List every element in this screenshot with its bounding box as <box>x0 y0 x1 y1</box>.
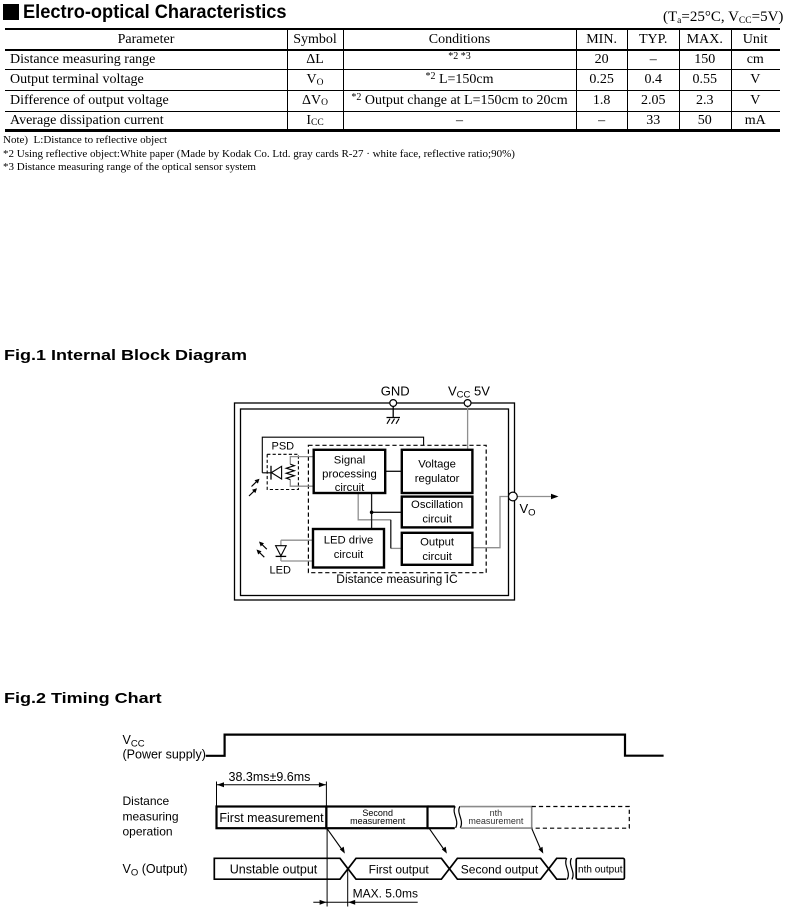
svg-text:measuring: measuring <box>123 809 179 823</box>
svg-text:Unstable output: Unstable output <box>230 862 318 876</box>
svg-text:circuit: circuit <box>335 482 365 494</box>
svg-text:Output: Output <box>420 537 455 549</box>
svg-text:circuit: circuit <box>422 551 452 563</box>
svg-text:Oscillation: Oscillation <box>411 499 463 511</box>
svg-text:measurement: measurement <box>350 816 406 826</box>
svg-text:nth: nth <box>490 808 503 818</box>
svg-text:38.3ms±9.6ms: 38.3ms±9.6ms <box>229 770 311 784</box>
svg-text:Distance: Distance <box>123 794 170 808</box>
svg-text:MAX. 5.0ms: MAX. 5.0ms <box>353 887 418 901</box>
svg-text:circuit: circuit <box>334 549 364 561</box>
svg-text:GND: GND <box>381 384 410 399</box>
svg-text:operation: operation <box>123 825 173 839</box>
svg-text:Distance measuring IC: Distance measuring IC <box>336 572 458 586</box>
svg-text:Second: Second <box>362 808 393 818</box>
svg-text:First measurement: First measurement <box>219 811 324 825</box>
svg-text:circuit: circuit <box>422 514 452 526</box>
svg-text:VO: VO <box>520 501 536 519</box>
svg-text:nth output: nth output <box>578 865 623 876</box>
svg-text:VO (Output): VO (Output) <box>123 862 188 879</box>
svg-text:Signal: Signal <box>334 455 365 467</box>
svg-text:LED: LED <box>270 565 291 577</box>
svg-text:measurement: measurement <box>468 816 524 826</box>
svg-text:(Power supply): (Power supply) <box>123 748 206 762</box>
svg-text:PSD: PSD <box>272 441 295 453</box>
svg-text:VCC 5V: VCC 5V <box>448 384 490 401</box>
svg-text:Second output: Second output <box>461 862 539 876</box>
svg-text:regulator: regulator <box>415 473 460 485</box>
svg-text:First output: First output <box>369 862 430 876</box>
svg-text:LED drive: LED drive <box>324 535 374 547</box>
svg-text:Voltage: Voltage <box>418 459 456 471</box>
svg-text:processing: processing <box>322 468 377 480</box>
